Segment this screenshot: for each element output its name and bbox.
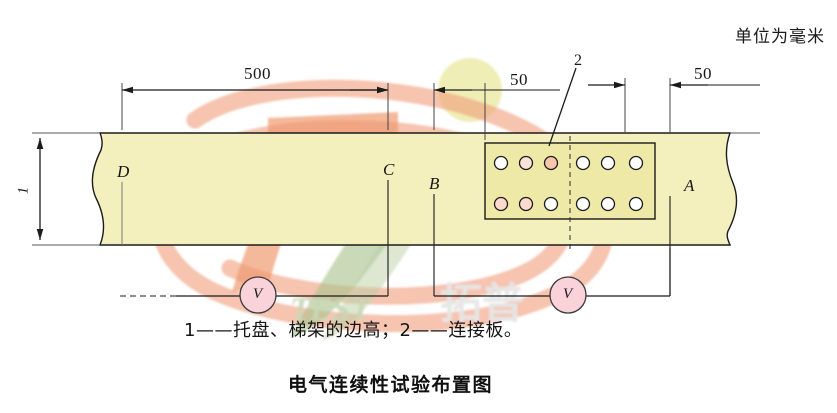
plate-hole [493,196,509,212]
plate-hole [543,155,559,171]
voltmeter-right-label: V [563,286,573,302]
dimension-label-500: 500 [244,64,271,83]
plate-hole [575,196,591,212]
voltmeter-left-body[interactable] [239,276,277,314]
plate-hole [575,155,591,171]
legend-note: 1——托盘、梯架的边高；2——连接板。 [184,320,523,341]
voltmeter-right-body[interactable] [549,276,587,314]
unit-note: 单位为毫米 [735,27,825,47]
point-label-b: B [429,174,440,193]
callout-2-leader [548,67,577,147]
plate-hole [628,196,644,212]
dimension-label-50-mid: 50 [510,70,528,89]
dimension-label-50-right: 50 [694,64,712,83]
callout-label-2: 2 [574,52,582,69]
plate-hole [518,155,534,171]
plate-hole [600,155,616,171]
point-label-a: A [684,176,695,195]
point-label-c: C [383,160,395,179]
plate-hole [543,196,559,212]
dimension-label-height: 1 [15,186,32,195]
plate-hole [493,155,509,171]
plate-hole [600,196,616,212]
plate-hole [518,196,534,212]
figure-caption: 电气连续性试验布置图 [288,374,494,396]
plate-hole [628,155,644,171]
point-label-d: D [117,162,130,181]
plate-hole-group [493,155,644,212]
voltmeter-left-label: V [253,286,263,302]
